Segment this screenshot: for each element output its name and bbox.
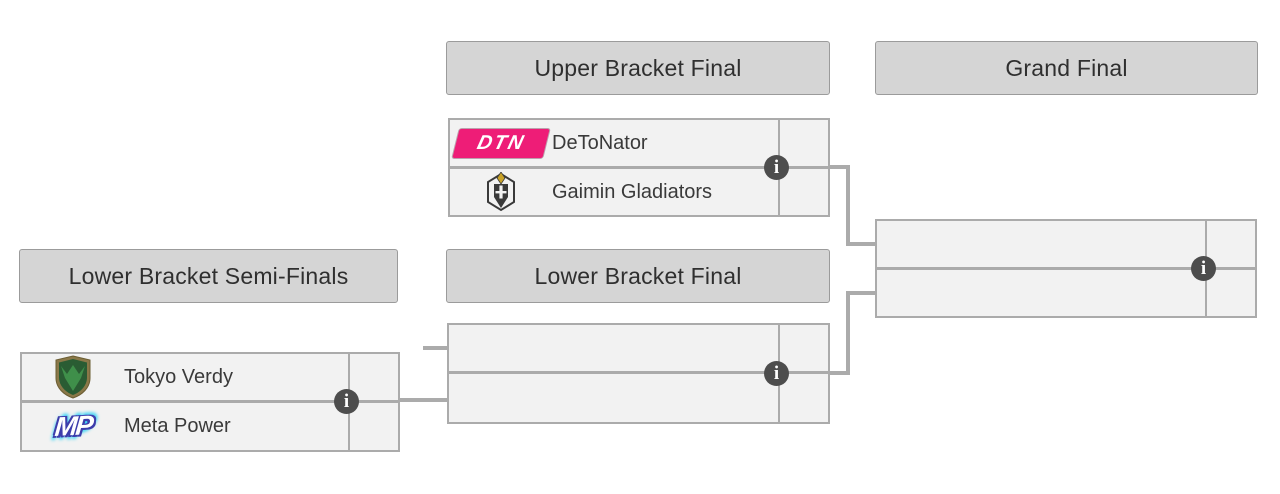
verdy-shield-icon <box>55 355 91 399</box>
team-row-detonator[interactable]: DTN DeToNator <box>450 120 828 169</box>
meta-power-logo-text: MP <box>53 409 93 442</box>
team-name-detonator[interactable]: DeToNator <box>552 131 648 154</box>
header-lower-bracket-semi-finals: Lower Bracket Semi-Finals <box>19 249 398 303</box>
team-row-gf-slot1 <box>877 221 1255 270</box>
connector-lbf-out <box>830 371 850 375</box>
gladiator-helmet-icon <box>487 172 515 212</box>
header-grand-final: Grand Final <box>875 41 1258 95</box>
match-info-icon[interactable]: i <box>1191 255 1216 281</box>
connector-gf-top-in <box>846 242 875 246</box>
gaimin-gladiators-logo[interactable] <box>450 170 552 214</box>
header-upper-bracket-final: Upper Bracket Final <box>446 41 830 95</box>
match-lower-bracket-final: i <box>447 323 830 424</box>
match-info-icon[interactable]: i <box>764 360 789 386</box>
team-row-tokyo-verdy[interactable]: Tokyo Verdy <box>22 354 398 403</box>
match-info-icon[interactable]: i <box>764 154 789 180</box>
team-name-meta-power[interactable]: Meta Power <box>124 414 231 437</box>
tokyo-verdy-logo[interactable] <box>22 355 124 399</box>
team-name-tokyo-verdy[interactable]: Tokyo Verdy <box>124 365 233 388</box>
connector-lbsf-to-lbf <box>400 398 447 402</box>
connector-ubf-vertical <box>846 165 850 246</box>
team-row-meta-power[interactable]: MP Meta Power <box>22 403 398 449</box>
team-row-lbf-slot1 <box>449 325 828 374</box>
detonator-logo-text: DTN <box>474 131 528 154</box>
header-lower-bracket-final: Lower Bracket Final <box>446 249 830 303</box>
connector-lbf-vertical <box>846 291 850 375</box>
connector-ubf-out <box>830 165 850 169</box>
connector-gf-bottom-in <box>846 291 875 295</box>
detonator-logo[interactable]: DTN <box>450 121 552 165</box>
connector-lbf-top-stub <box>423 346 447 350</box>
match-grand-final: i <box>875 219 1257 318</box>
meta-power-logo[interactable]: MP <box>22 404 124 448</box>
team-name-gaimin-gladiators[interactable]: Gaimin Gladiators <box>552 180 713 203</box>
match-info-icon[interactable]: i <box>334 389 359 414</box>
team-row-gaimin-gladiators[interactable]: Gaimin Gladiators <box>450 169 828 215</box>
match-upper-bracket-final: DTN DeToNator Gaimin Gladiators i <box>448 118 830 217</box>
match-lower-bracket-semi-final: Tokyo Verdy MP Meta Power i <box>20 352 400 452</box>
